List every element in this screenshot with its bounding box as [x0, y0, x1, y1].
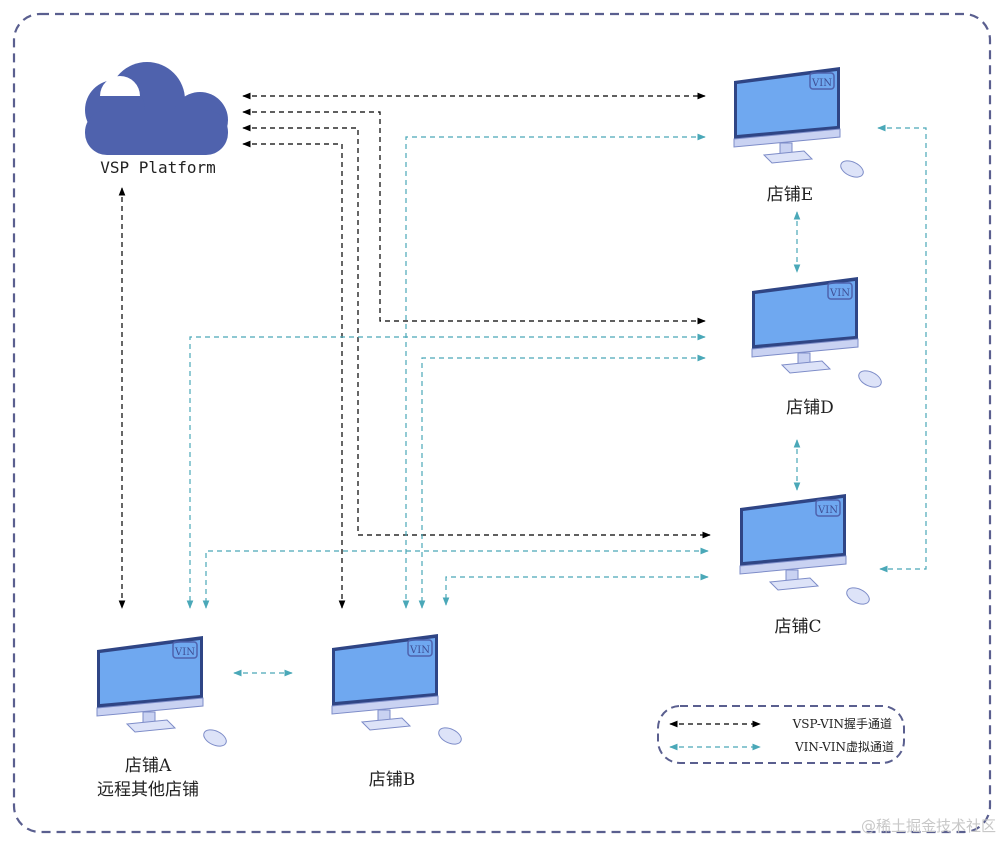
store-e-monitor: VIN: [733, 67, 864, 178]
vin-badge: [407, 639, 433, 657]
store-d-monitor: VIN: [751, 277, 882, 388]
vin-badge: [809, 72, 835, 90]
store-c-monitor: VIN: [739, 494, 870, 605]
virtual-lines: [186, 124, 927, 677]
vin-badge: [827, 282, 853, 300]
store-d-label: 店铺D: [786, 398, 834, 418]
line-e-b: [402, 133, 706, 609]
vin-badge-text: VIN: [409, 645, 430, 656]
vin-badge: [815, 499, 841, 517]
line-c-b: [442, 573, 709, 606]
store-a-monitor: VIN: [96, 636, 227, 747]
watermark: @稀土掘金技术社区: [861, 817, 996, 835]
line-vsp-c: [242, 124, 711, 539]
line-vsp-b: [242, 140, 346, 609]
cloud-icon: [85, 62, 228, 155]
mouse-icon: [438, 727, 462, 745]
line-e-c: [877, 124, 927, 573]
store-c-label: 店铺C: [774, 617, 821, 637]
store-b-label: 店铺B: [369, 770, 416, 790]
legend-handshake-label: VSP-VIN握手通道: [792, 716, 892, 731]
mouse-icon: [203, 729, 227, 747]
store-a-label: 店铺A: [125, 756, 172, 776]
vin-badge-text: VIN: [829, 288, 850, 299]
store-a-sublabel: 远程其他店铺: [97, 780, 199, 800]
vin-badge-text: VIN: [817, 505, 838, 516]
store-e-label: 店铺E: [767, 185, 813, 205]
vin-badge-text: VIN: [174, 647, 195, 658]
platform-label: VSP Platform: [100, 158, 216, 177]
line-vsp-d: [242, 108, 706, 325]
line-d-b: [418, 354, 706, 609]
line-d-a: [186, 333, 706, 609]
mouse-icon: [858, 370, 882, 388]
store-b-monitor: VIN: [331, 634, 462, 745]
line-c-a: [202, 547, 709, 609]
legend-virtual-label: VIN-VIN虚拟通道: [794, 740, 894, 754]
legend: VSP-VIN握手通道 VIN-VIN虚拟通道: [657, 705, 905, 764]
vin-badge-text: VIN: [811, 78, 832, 89]
vin-badge: [172, 641, 198, 659]
mouse-icon: [840, 160, 864, 178]
mouse-icon: [846, 587, 870, 605]
